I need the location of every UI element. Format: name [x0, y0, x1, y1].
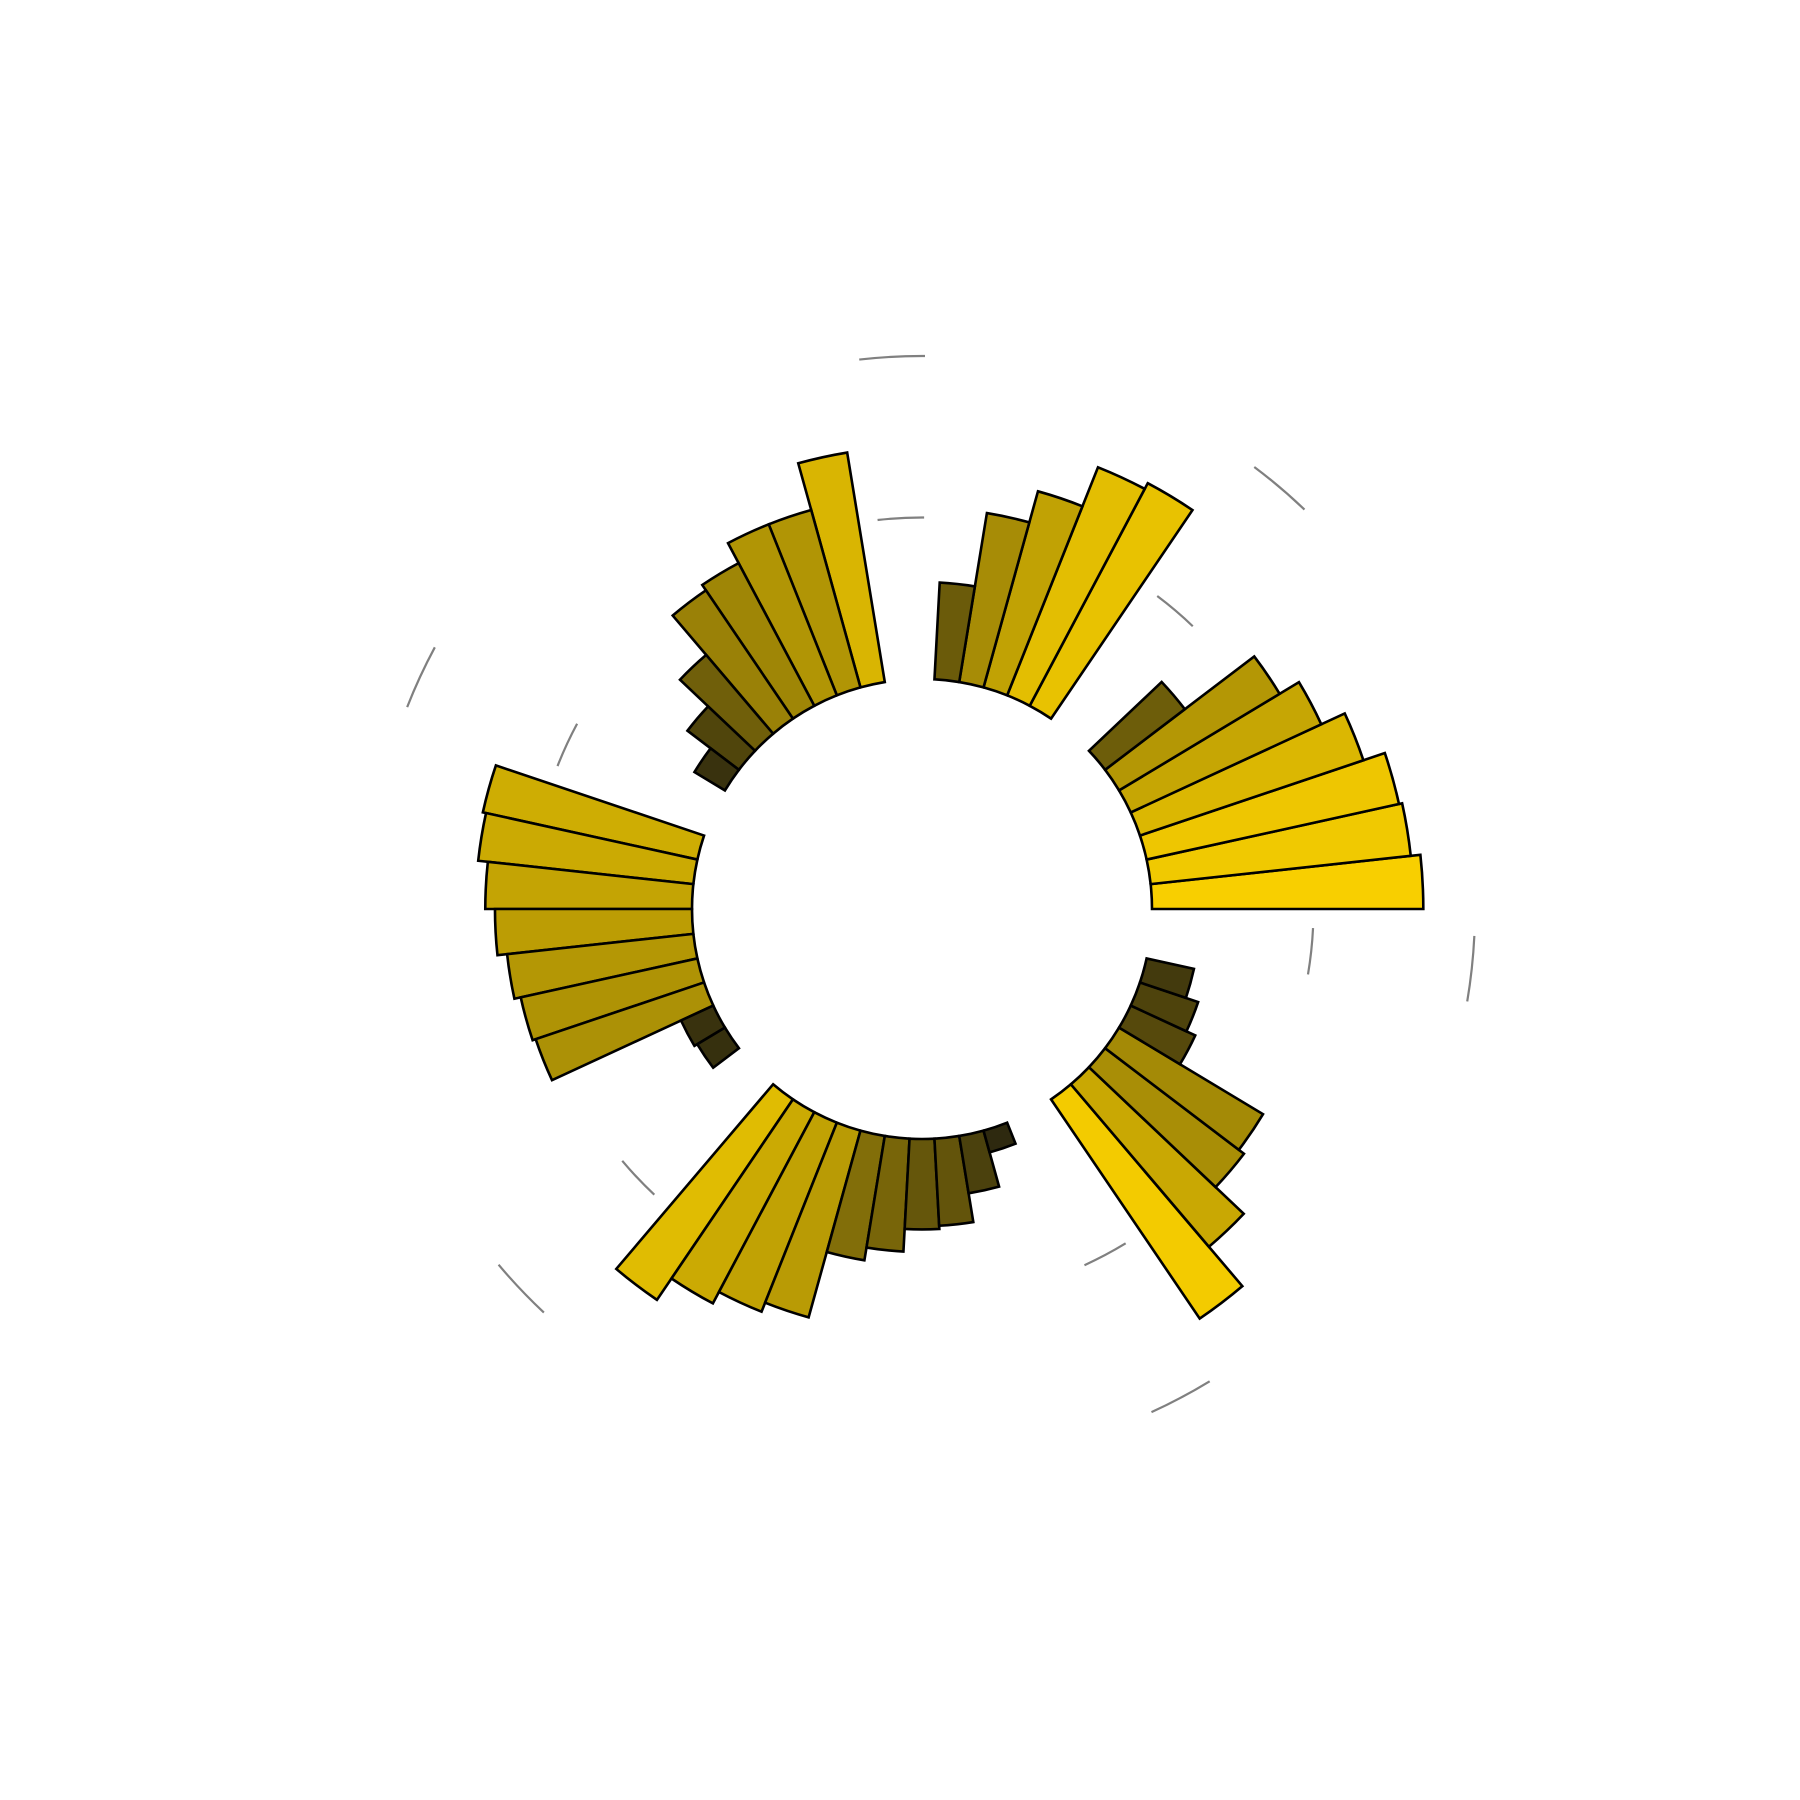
bar — [717, 1110, 839, 1314]
bar — [903, 1137, 941, 1231]
gridline-arc — [406, 646, 436, 708]
gridline-arc — [1466, 935, 1476, 1002]
gridline-arc — [1084, 1242, 1127, 1267]
gridline-arc — [859, 354, 926, 361]
bar — [933, 1134, 975, 1228]
bar — [1117, 680, 1324, 815]
bar — [1103, 654, 1282, 793]
bar — [933, 581, 977, 684]
bar — [1138, 956, 1196, 1000]
gridline-arc — [621, 1160, 656, 1196]
bar-group-d — [476, 763, 741, 1082]
bar — [679, 1003, 727, 1048]
bar — [695, 1025, 741, 1070]
bar — [614, 1082, 795, 1302]
bar — [1005, 465, 1147, 708]
bar — [1117, 1003, 1197, 1066]
bar-group-f — [1049, 956, 1265, 1321]
bar — [1087, 1046, 1246, 1189]
bar — [1129, 711, 1366, 838]
bar — [669, 1097, 817, 1306]
bar-group-a — [1087, 654, 1425, 911]
bar — [726, 522, 839, 708]
bar — [505, 932, 699, 1001]
bar — [700, 561, 817, 721]
bar — [796, 451, 887, 689]
bar — [763, 1120, 863, 1319]
bar — [1145, 801, 1413, 886]
bar — [1149, 853, 1425, 911]
bar — [825, 1129, 887, 1262]
gridline-arc — [497, 1264, 545, 1314]
bar — [481, 763, 706, 862]
bar — [1103, 1025, 1265, 1152]
bar — [957, 1129, 1001, 1195]
bar — [1049, 1082, 1245, 1321]
bar-group-b — [933, 465, 1195, 721]
bar — [670, 588, 795, 736]
bar — [1129, 980, 1200, 1034]
gridline-arc — [1306, 928, 1315, 975]
gridline-arc — [877, 516, 925, 522]
bar-group-e — [614, 1082, 1018, 1319]
bar — [678, 653, 775, 753]
bar — [685, 704, 757, 772]
bar — [534, 980, 715, 1082]
bar — [981, 489, 1085, 698]
bar — [865, 1134, 911, 1253]
bar — [1087, 680, 1187, 772]
bar — [483, 860, 695, 911]
gridline-arc — [1253, 466, 1306, 511]
bar — [981, 1120, 1018, 1155]
gridline-arc — [556, 723, 579, 767]
gridline-arc — [1156, 595, 1194, 628]
bar-group-c — [670, 451, 887, 793]
bar — [692, 746, 741, 793]
gridline-layer — [406, 354, 1476, 1414]
bar — [1027, 481, 1195, 721]
bar — [493, 907, 695, 957]
bar — [957, 511, 1031, 689]
gridline-arc — [1151, 1380, 1211, 1414]
bar — [1069, 1065, 1246, 1249]
bar — [519, 956, 706, 1042]
bar — [1138, 751, 1401, 862]
bar-layer — [476, 451, 1425, 1321]
